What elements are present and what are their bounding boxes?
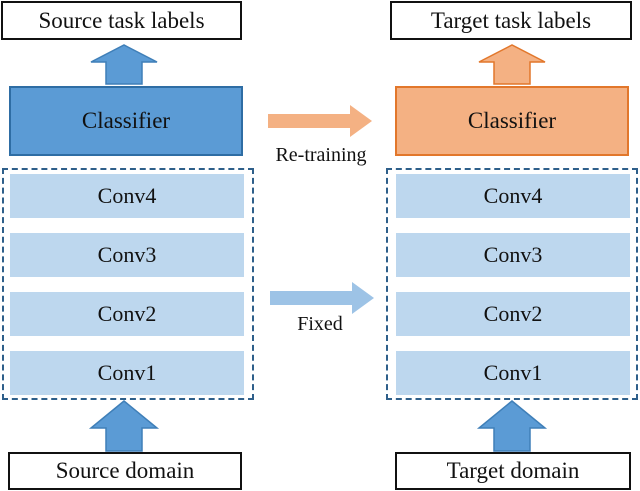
source-domain-box: Source domain <box>8 452 242 490</box>
target-conv1-text: Conv1 <box>483 360 543 385</box>
source-input-arrow <box>88 400 160 452</box>
fixed-label: Fixed <box>297 313 343 335</box>
source-task-labels-box: Source task labels <box>1 1 242 40</box>
source-conv3-box: Conv3 <box>10 233 244 277</box>
retraining-label: Re-training <box>275 144 367 166</box>
target-conv4-box: Conv4 <box>396 174 630 218</box>
source-conv4-box: Conv4 <box>10 174 244 218</box>
target-input-arrow <box>476 400 548 452</box>
target-task-labels-box: Target task labels <box>390 1 632 40</box>
target-conv2-text: Conv2 <box>483 301 543 326</box>
target-conv3-text: Conv3 <box>483 242 543 267</box>
source-classifier-box: Classifier <box>9 86 243 156</box>
source-output-arrow <box>90 44 158 85</box>
source-conv1-text: Conv1 <box>97 360 157 385</box>
target-task-labels-text: Target task labels <box>430 7 592 33</box>
source-conv3-text: Conv3 <box>97 242 157 267</box>
source-conv1-box: Conv1 <box>10 351 244 395</box>
target-conv3-box: Conv3 <box>396 233 630 277</box>
source-task-labels-text: Source task labels <box>38 7 205 33</box>
target-domain-box: Target domain <box>395 452 631 490</box>
source-classifier-text: Classifier <box>81 108 171 133</box>
target-conv2-box: Conv2 <box>396 292 630 336</box>
source-conv2-box: Conv2 <box>10 292 244 336</box>
target-output-arrow <box>478 44 546 85</box>
target-conv1-box: Conv1 <box>396 351 630 395</box>
retraining-arrow <box>268 105 372 137</box>
source-conv2-text: Conv2 <box>97 301 157 326</box>
target-classifier-box: Classifier <box>395 86 629 156</box>
source-conv-group <box>2 168 254 400</box>
source-conv4-text: Conv4 <box>97 183 157 208</box>
fixed-arrow <box>270 282 374 314</box>
target-conv4-text: Conv4 <box>483 183 543 208</box>
source-domain-text: Source domain <box>55 458 195 483</box>
target-domain-text: Target domain <box>446 458 580 483</box>
target-conv-group <box>386 168 638 400</box>
target-classifier-text: Classifier <box>467 108 557 133</box>
